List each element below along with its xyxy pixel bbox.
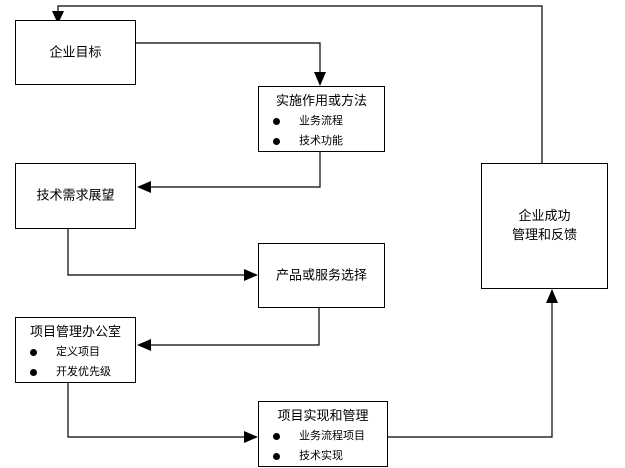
edge-goal-to-method bbox=[136, 42, 326, 86]
edge-pmo-to-implementation bbox=[67, 383, 258, 443]
node-enterprise-success-label-line1: 企业成功 bbox=[518, 209, 571, 224]
node-product-service-selection[interactable]: 产品或服务选择 bbox=[258, 243, 385, 308]
node-product-service-selection-label: 产品或服务选择 bbox=[275, 268, 367, 283]
node-technology-outlook-label: 技术需求展望 bbox=[36, 188, 115, 204]
bullet-dot-icon bbox=[273, 453, 280, 460]
node-implementation-method[interactable]: 实施作用或方法 业务流程 技术功能 bbox=[258, 86, 385, 152]
edge-product-to-pmo bbox=[137, 308, 320, 351]
node-enterprise-success-label-line2: 管理和反馈 bbox=[511, 228, 577, 243]
list-item: 业务流程 bbox=[259, 111, 384, 131]
edge-implementation-to-success bbox=[388, 289, 558, 438]
node-enterprise-success[interactable]: 企业成功 管理和反馈 bbox=[481, 163, 608, 289]
list-item: 开发优先级 bbox=[16, 362, 135, 382]
node-enterprise-goal[interactable]: 企业目标 bbox=[15, 20, 136, 85]
node-project-implementation-bullets: 业务流程项目 技术实现 bbox=[259, 426, 387, 466]
node-project-implementation-label: 项目实现和管理 bbox=[277, 409, 369, 424]
node-enterprise-success-label: 企业成功 管理和反馈 bbox=[482, 207, 607, 245]
node-implementation-method-label: 实施作用或方法 bbox=[275, 94, 367, 109]
list-item: 技术实现 bbox=[259, 446, 387, 466]
node-technology-outlook[interactable]: 技术需求展望 bbox=[15, 163, 136, 229]
bullet-dot-icon bbox=[273, 118, 280, 125]
node-project-management-office-bullets: 定义项目 开发优先级 bbox=[16, 342, 135, 382]
list-item: 定义项目 bbox=[16, 342, 135, 362]
bullet-dot-icon bbox=[30, 369, 37, 376]
bullet-dot-icon bbox=[273, 433, 280, 440]
bullet-dot-icon bbox=[273, 138, 280, 145]
node-implementation-method-bullets: 业务流程 技术功能 bbox=[259, 111, 384, 151]
node-project-management-office[interactable]: 项目管理办公室 定义项目 开发优先级 bbox=[15, 317, 136, 383]
edge-outlook-to-product bbox=[67, 229, 258, 281]
node-enterprise-goal-label: 企业目标 bbox=[49, 45, 102, 60]
list-item: 业务流程项目 bbox=[259, 426, 387, 446]
edge-method-to-outlook bbox=[137, 152, 321, 193]
bullet-dot-icon bbox=[30, 349, 37, 356]
node-project-management-office-label: 项目管理办公室 bbox=[29, 325, 121, 340]
list-item: 技术功能 bbox=[259, 131, 384, 151]
node-project-implementation[interactable]: 项目实现和管理 业务流程项目 技术实现 bbox=[258, 401, 388, 467]
